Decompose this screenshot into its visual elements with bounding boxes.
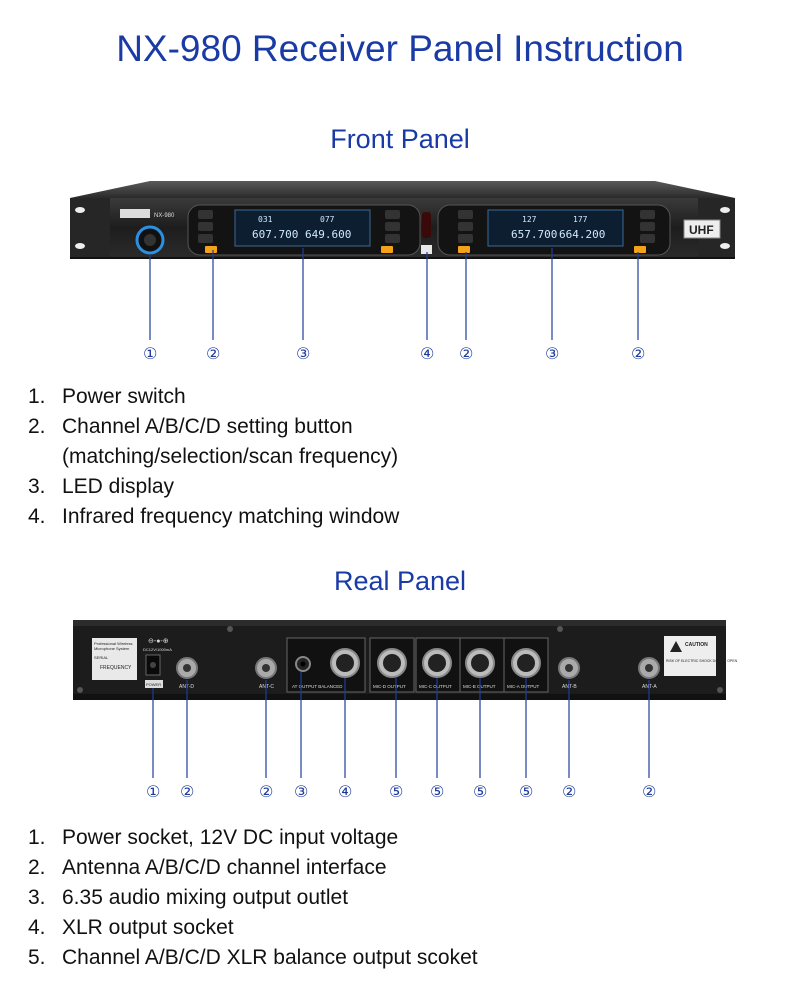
rear-panel-heading: Real Panel [333, 566, 467, 596]
callout-number: ② [562, 782, 576, 801]
svg-text:Professional Wireless: Professional Wireless [94, 641, 132, 646]
lcd-left-ch1: 031 [258, 215, 273, 224]
front-panel-heading: Front Panel [330, 124, 470, 154]
callout-number: ③ [294, 782, 308, 801]
callout-number: ② [180, 782, 194, 801]
callout-number: ② [642, 782, 656, 801]
callout-number: ⑤ [389, 782, 403, 801]
dc-symbol: ⊖-●-⊕ [148, 638, 169, 645]
lcd-right-ch1: 127 [522, 215, 537, 224]
front-callout-lines [149, 248, 639, 340]
callout-number: ⑤ [430, 782, 444, 801]
port-label: MIC-C OUTPUT [419, 684, 452, 689]
model-label: NX-980 [154, 213, 175, 219]
lcd-right-f2: 664.200 [559, 228, 605, 241]
callout-number: ④ [420, 344, 434, 363]
uhf-badge [683, 219, 721, 239]
setting-button-orange[interactable] [205, 246, 217, 253]
front-panel-diagram: NX-980 031 077 607.700 649.600 127 177 6… [70, 181, 735, 363]
callout-number: ③ [296, 344, 310, 363]
setting-button-orange[interactable] [381, 246, 393, 253]
lcd-display-right [487, 209, 624, 247]
rear-panel-list: 1.Power socket, 12V DC input voltage 2.A… [28, 823, 478, 973]
lcd-left-f2: 649.600 [305, 228, 351, 241]
callout-number: ② [259, 782, 273, 801]
lcd-left-f1: 607.700 [252, 228, 298, 241]
list-item: 4.Infrared frequency matching window [28, 505, 400, 528]
rack-hole [720, 243, 730, 249]
infrared-window [422, 212, 431, 238]
front-panel-list: 1.Power switch 2.Channel A/B/C/D setting… [28, 382, 399, 532]
lcd-left-ch2: 077 [320, 215, 335, 224]
svg-text:Microphone System: Microphone System [94, 646, 130, 651]
setting-button[interactable] [198, 234, 213, 243]
front-top-face [70, 181, 735, 198]
serial-sticker [92, 638, 137, 680]
svg-text:FREQUENCY: FREQUENCY [100, 665, 132, 671]
port-label: ANT-A [642, 684, 657, 690]
rack-hole [75, 243, 85, 249]
callout-number: ① [146, 782, 160, 801]
list-item: 3.6.35 audio mixing output outlet [28, 886, 349, 909]
list-item: 3.LED display [28, 475, 175, 498]
svg-text:SERIAL: SERIAL [94, 655, 109, 660]
list-item: 2.Channel A/B/C/D setting button [28, 415, 353, 438]
setting-button[interactable] [198, 222, 213, 231]
list-item-continuation: (matching/selection/scan frequency) [62, 445, 399, 468]
setting-button[interactable] [385, 210, 400, 219]
brand-logo [120, 209, 150, 218]
port-label: MIC-A OUTPUT [507, 684, 540, 689]
svg-text:CAUTION: CAUTION [685, 642, 708, 648]
list-item: 5.Channel A/B/C/D XLR balance output sco… [28, 946, 478, 969]
callout-number: ② [631, 344, 645, 363]
rear-callout-lines [152, 672, 650, 778]
lcd-right-f1: 657.700 [511, 228, 557, 241]
setting-button[interactable] [640, 234, 655, 243]
svg-text:RISK OF ELECTRIC SHOCK DO NOT: RISK OF ELECTRIC SHOCK DO NOT OPEN [666, 659, 738, 663]
list-item: 1.Power switch [28, 385, 186, 408]
setting-button-orange[interactable] [458, 246, 470, 253]
callout-number: ⑤ [473, 782, 487, 801]
dc-label: DC12V/1000mA [143, 647, 172, 652]
port-label: MIC-D OUTPUT [373, 684, 406, 689]
setting-button[interactable] [458, 222, 473, 231]
list-item: 2.Antenna A/B/C/D channel interface [28, 856, 387, 879]
lcd-right-ch2: 177 [573, 215, 588, 224]
setting-button[interactable] [640, 222, 655, 231]
rack-hole [75, 207, 85, 213]
callout-number: ④ [338, 782, 352, 801]
lcd-display-left [234, 209, 371, 247]
callout-number: ② [206, 344, 220, 363]
setting-button[interactable] [458, 210, 473, 219]
setting-button[interactable] [640, 210, 655, 219]
setting-button-orange[interactable] [634, 246, 646, 253]
port-label: AT OUTPUT BALANCED [292, 684, 343, 689]
setting-button[interactable] [385, 234, 400, 243]
setting-button[interactable] [458, 234, 473, 243]
port-label: ANT-B [562, 684, 577, 690]
setting-button[interactable] [385, 222, 400, 231]
rack-hole [720, 207, 730, 213]
port-label: ANT-C [259, 684, 274, 690]
caution-label [664, 636, 716, 676]
port-label: MIC-B OUTPUT [463, 684, 496, 689]
setting-button[interactable] [198, 210, 213, 219]
callout-number: ⑤ [519, 782, 533, 801]
uhf-label: UHF [689, 223, 714, 237]
rear-panel-diagram: Professional Wireless Microphone System … [73, 620, 738, 801]
warning-icon [670, 641, 682, 652]
callout-number: ③ [545, 344, 559, 363]
callout-number: ② [459, 344, 473, 363]
list-item: 1.Power socket, 12V DC input voltage [28, 826, 399, 849]
list-item: 4.XLR output socket [28, 916, 234, 939]
page-title: NX-980 Receiver Panel Instruction [116, 28, 684, 69]
svg-text:POWER: POWER [146, 682, 161, 687]
callout-number: ① [143, 344, 157, 363]
